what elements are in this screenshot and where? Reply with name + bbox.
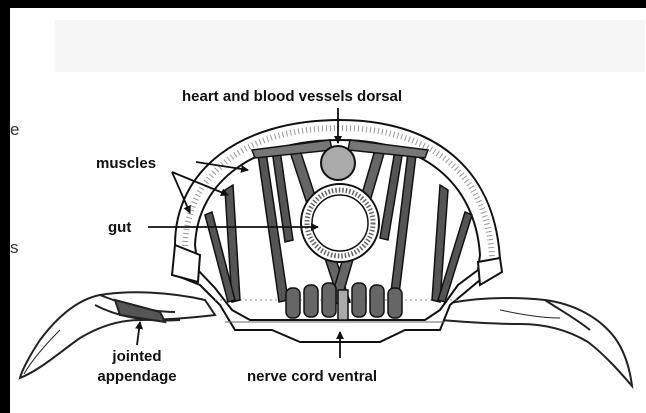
label-jointed-line2: appendage [92, 368, 182, 386]
label-muscles: muscles [96, 155, 156, 173]
jointed-pointer [137, 322, 140, 345]
diagram-panel: heart and blood vessels dorsal muscles g… [10, 8, 646, 413]
right-appendage [440, 298, 632, 386]
cropped-text-fragment-1: e [10, 121, 19, 139]
label-gut: gut [108, 219, 131, 237]
label-nerve: nerve cord ventral [247, 368, 377, 386]
label-jointed-line1: jointed [92, 348, 182, 366]
heart-shape [321, 146, 355, 180]
label-heart: heart and blood vessels dorsal [182, 88, 402, 106]
background-strip [55, 20, 645, 72]
cropped-text-fragment-2: s [10, 239, 19, 257]
gut-shape [301, 184, 379, 262]
